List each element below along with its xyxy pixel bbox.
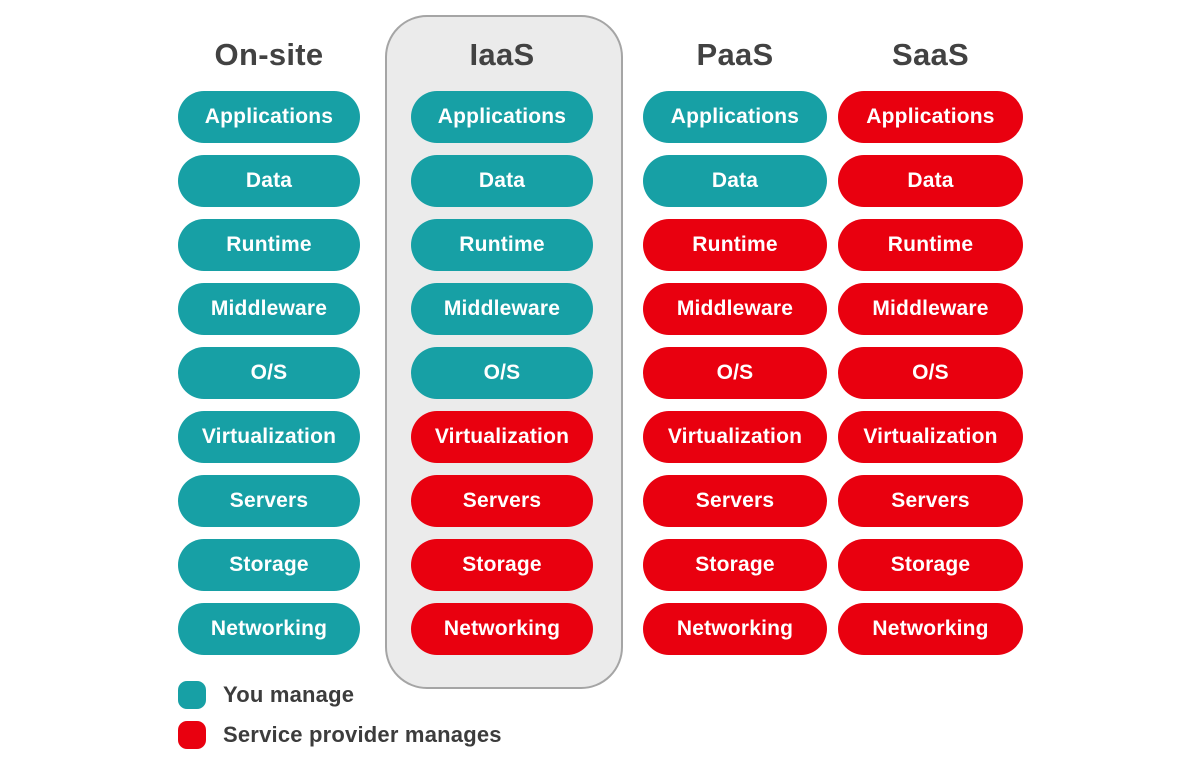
layer-pill-servers: Servers bbox=[643, 475, 827, 527]
column-title-paas: PaaS bbox=[696, 36, 774, 72]
layer-pill-runtime: Runtime bbox=[411, 219, 593, 271]
layer-pill-o-s: O/S bbox=[838, 347, 1023, 399]
layer-pill-networking: Networking bbox=[411, 603, 593, 655]
layer-pill-o-s: O/S bbox=[411, 347, 593, 399]
column-title-saas: SaaS bbox=[891, 36, 970, 72]
layer-pill-middleware: Middleware bbox=[411, 283, 593, 335]
layer-pill-storage: Storage bbox=[178, 539, 360, 591]
layer-pill-servers: Servers bbox=[178, 475, 360, 527]
layer-pill-data: Data bbox=[643, 155, 827, 207]
layer-pill-o-s: O/S bbox=[643, 347, 827, 399]
legend-item-you-manage: You manage bbox=[178, 681, 502, 709]
layer-pill-middleware: Middleware bbox=[178, 283, 360, 335]
layer-pill-middleware: Middleware bbox=[838, 283, 1023, 335]
layer-pill-data: Data bbox=[411, 155, 593, 207]
layer-pill-o-s: O/S bbox=[178, 347, 360, 399]
layer-pill-applications: Applications bbox=[411, 91, 593, 143]
layer-pill-virtualization: Virtualization bbox=[178, 411, 360, 463]
layer-pill-runtime: Runtime bbox=[178, 219, 360, 271]
layer-pill-storage: Storage bbox=[838, 539, 1023, 591]
layer-pill-networking: Networking bbox=[178, 603, 360, 655]
layer-pill-servers: Servers bbox=[838, 475, 1023, 527]
layer-pill-networking: Networking bbox=[643, 603, 827, 655]
legend-swatch-provider bbox=[178, 721, 206, 749]
legend-item-service-provider-manages: Service provider manages bbox=[178, 721, 502, 749]
layer-pill-data: Data bbox=[838, 155, 1023, 207]
layer-pill-data: Data bbox=[178, 155, 360, 207]
layer-pill-virtualization: Virtualization bbox=[838, 411, 1023, 463]
layer-pill-storage: Storage bbox=[411, 539, 593, 591]
legend-label: You manage bbox=[223, 682, 355, 707]
layer-pill-applications: Applications bbox=[643, 91, 827, 143]
layer-pill-applications: Applications bbox=[838, 91, 1023, 143]
layer-pill-virtualization: Virtualization bbox=[411, 411, 593, 463]
layer-pill-networking: Networking bbox=[838, 603, 1023, 655]
layer-pill-applications: Applications bbox=[178, 91, 360, 143]
legend-label: Service provider manages bbox=[223, 722, 502, 747]
layer-pill-middleware: Middleware bbox=[643, 283, 827, 335]
column-title-on-site: On-site bbox=[214, 36, 324, 72]
column-title-iaas: IaaS bbox=[469, 36, 535, 72]
layer-pill-runtime: Runtime bbox=[838, 219, 1023, 271]
layer-pill-storage: Storage bbox=[643, 539, 827, 591]
layer-pill-runtime: Runtime bbox=[643, 219, 827, 271]
layer-pill-servers: Servers bbox=[411, 475, 593, 527]
layer-pill-virtualization: Virtualization bbox=[643, 411, 827, 463]
legend-swatch-you bbox=[178, 681, 206, 709]
